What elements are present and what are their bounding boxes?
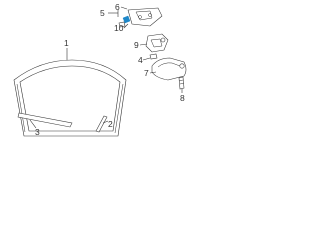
fastener-thread: [179, 82, 185, 85]
callout-2: 2: [108, 119, 113, 129]
sensor-cover: [151, 57, 187, 81]
windshield-glass: [13, 59, 127, 137]
leader-4: [142, 57, 151, 61]
callout-7: 7: [144, 68, 149, 78]
mirror-housing: [145, 33, 169, 53]
callout-9: 9: [134, 40, 139, 50]
lower-molding: [17, 112, 73, 129]
lower-molding-strip: [17, 112, 73, 128]
fastener-thread: [178, 79, 184, 82]
side-molding: [95, 115, 109, 133]
housing-stud: [160, 37, 166, 43]
callout-4: 4: [138, 55, 143, 65]
bracket-hole: [138, 15, 142, 19]
callout-10: 10: [114, 23, 124, 33]
mirror-bracket-plate: [127, 7, 163, 27]
leader-7: [149, 71, 157, 74]
windshield-assembly: [13, 48, 127, 137]
mount-pad: [149, 53, 158, 60]
left-molding: [16, 83, 26, 133]
windshield-inner-edge: [19, 65, 121, 132]
leader-9: [139, 43, 148, 46]
sensor-cover-group: [149, 57, 187, 81]
bracket-hole: [148, 13, 152, 17]
housing-detail: [150, 38, 163, 48]
callout-3: 3: [35, 127, 40, 137]
cover-detail: [157, 62, 181, 68]
callout-5: 5: [100, 8, 105, 18]
fastener-group: [178, 76, 185, 93]
leader-10: [123, 23, 129, 29]
callout-8: 8: [180, 93, 185, 103]
mirror-housing-group: [139, 33, 169, 53]
leader-6: [120, 6, 128, 10]
leader-2: [102, 120, 109, 124]
side-molding-strip: [95, 115, 108, 133]
connector-highlight: [122, 15, 131, 24]
callout-6: 6: [115, 2, 120, 12]
right-molding: [114, 83, 124, 134]
leader-3: [29, 119, 37, 129]
cover-clip: [179, 63, 185, 69]
clip: [118, 21, 126, 28]
mirror-bracket-group: [108, 6, 163, 29]
callout-1: 1: [64, 38, 69, 48]
parts-diagram: 1 2 3 4 5 6 7 8 9 10: [13, 2, 187, 137]
